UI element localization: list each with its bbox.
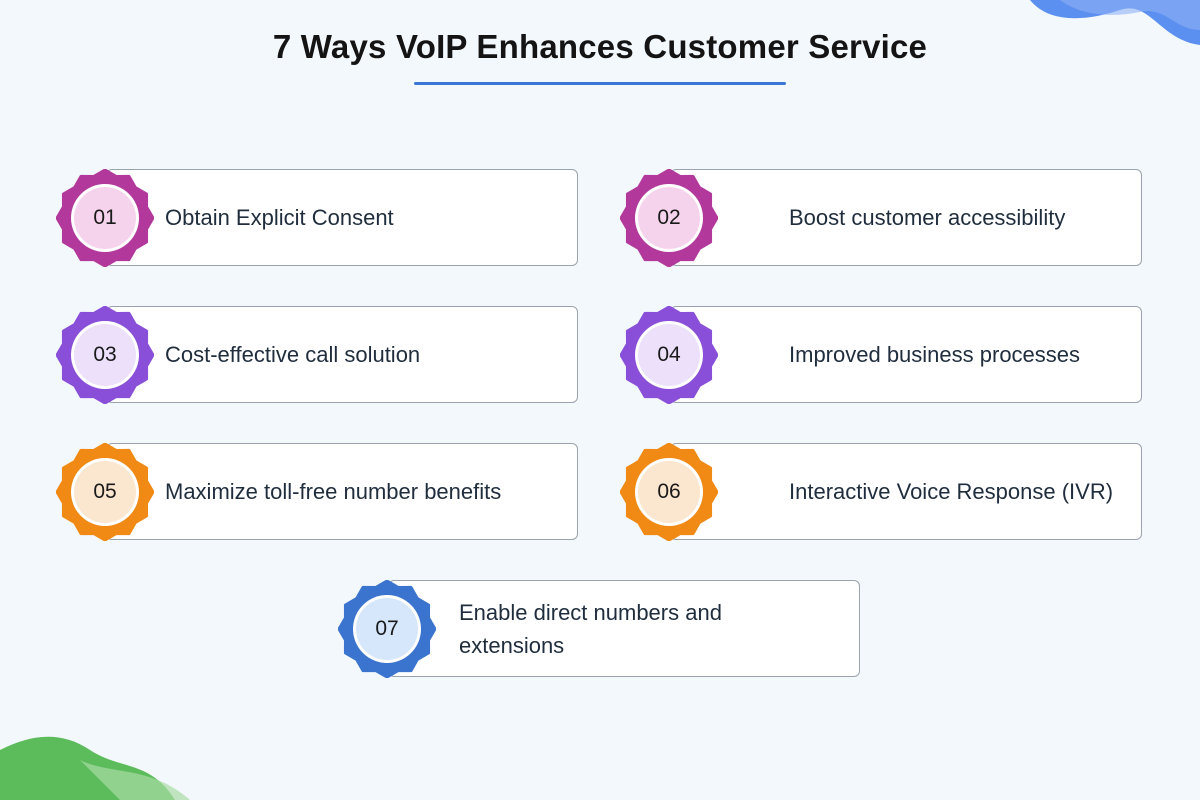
badge-inner-circle (74, 187, 136, 249)
badge-number: 05 (93, 480, 117, 503)
badge-number: 07 (375, 617, 399, 640)
item-card-06: Interactive Voice Response (IVR) (670, 443, 1142, 540)
badge-number: 02 (657, 206, 681, 229)
badge-number: 01 (93, 206, 117, 229)
number-badge-07: 07 (338, 580, 436, 678)
badge-inner-circle (638, 461, 700, 523)
number-badge-01: 01 (56, 169, 154, 267)
item-card-07: Enable direct numbers and extensions (388, 580, 860, 677)
badge-seal-icon (338, 580, 436, 678)
decorative-wave-top-right (1030, 0, 1200, 45)
badge-seal-icon (620, 169, 718, 267)
number-badge-06: 06 (620, 443, 718, 541)
decorative-wave-bottom-left (0, 736, 190, 800)
number-badge-03: 03 (56, 306, 154, 404)
title-underline (414, 82, 786, 85)
number-badge-02: 02 (620, 169, 718, 267)
badge-number: 03 (93, 343, 117, 366)
number-badge-04: 04 (620, 306, 718, 404)
item-label: Improved business processes (789, 342, 1081, 367)
item-label: Cost-effective call solution (165, 342, 421, 367)
badge-inner-circle (638, 324, 700, 386)
badge-inner-circle (74, 461, 136, 523)
wave-shape-light-blue (1060, 0, 1200, 30)
item-label: Maximize toll-free number benefits (165, 479, 502, 504)
badge-inner-circle (638, 187, 700, 249)
item-card-01: Obtain Explicit Consent (106, 169, 578, 266)
item-label: Boost customer accessibility (789, 205, 1066, 230)
badge-number: 04 (657, 343, 681, 366)
badge-seal-icon (56, 306, 154, 404)
badge-seal-icon (56, 169, 154, 267)
item-label: Interactive Voice Response (IVR) (789, 479, 1114, 504)
item-card-04: Improved business processes (670, 306, 1142, 403)
badge-seal-icon (56, 443, 154, 541)
wave-shape-light-green (80, 760, 190, 800)
item-label: Obtain Explicit Consent (165, 205, 394, 230)
number-badge-05: 05 (56, 443, 154, 541)
page-title: 7 Ways VoIP Enhances Customer Service (272, 28, 928, 65)
item-label: Enable direct numbers and extensions (459, 599, 722, 658)
badge-seal-icon (620, 306, 718, 404)
badge-inner-circle (356, 598, 418, 660)
item-card-05: Maximize toll-free number benefits (106, 443, 578, 540)
item-card-03: Cost-effective call solution (106, 306, 578, 403)
badge-inner-circle (74, 324, 136, 386)
badge-seal-icon (620, 443, 718, 541)
item-card-02: Boost customer accessibility (670, 169, 1142, 266)
badge-number: 06 (657, 480, 681, 503)
